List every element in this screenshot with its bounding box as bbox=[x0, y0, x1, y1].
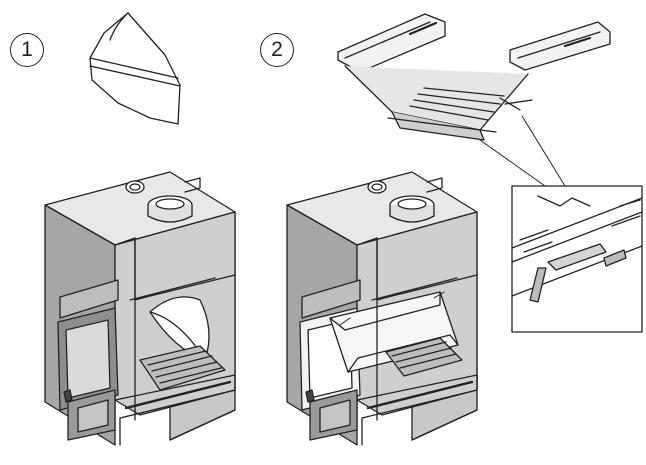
detail-zoom-box bbox=[511, 185, 643, 333]
step-2-label: 2 bbox=[260, 33, 294, 67]
step-1-number: 1 bbox=[21, 38, 33, 61]
baffle-plate-illustration bbox=[89, 12, 181, 125]
step-1-label: 1 bbox=[10, 33, 44, 67]
step-2-number: 2 bbox=[271, 38, 283, 61]
stove-2-illustration bbox=[286, 171, 478, 446]
tray-assembly-illustration bbox=[337, 13, 611, 187]
stove-1-illustration bbox=[44, 171, 236, 446]
